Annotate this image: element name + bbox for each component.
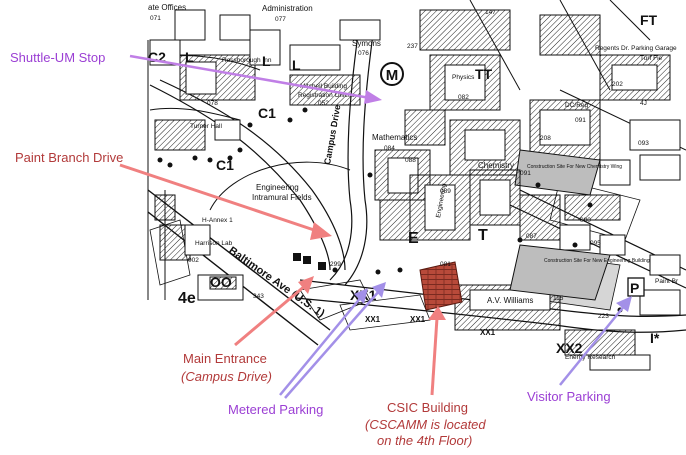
label-h-annex: H-Annex 1 bbox=[202, 217, 233, 224]
label-state-offices-num: 071 bbox=[150, 15, 161, 22]
label-av-williams: A.V. Williams bbox=[487, 296, 533, 305]
label-construction-eng: Construction Site For New Engineering Bu… bbox=[544, 258, 650, 264]
label-state-offices: ate Offices bbox=[148, 3, 186, 12]
metered-arrow-1 bbox=[279, 295, 363, 396]
label-xx1-b: XX1 bbox=[365, 315, 381, 324]
label-turner: Turner Hall bbox=[190, 123, 222, 130]
label-223: 223 bbox=[598, 313, 609, 320]
metered-arrow-2 bbox=[284, 289, 381, 399]
shuttle-m-badge: M bbox=[386, 67, 399, 84]
label-paint-br-sign: Paint Br bbox=[655, 278, 679, 285]
label-l2: L bbox=[262, 53, 271, 69]
paint-branch-arrow bbox=[119, 163, 321, 234]
map-base: M bbox=[147, 0, 686, 371]
callout-csic-building: CSIC Building bbox=[387, 400, 468, 415]
visitor-arrow bbox=[559, 304, 626, 386]
label-harrison-num: 002 bbox=[188, 257, 199, 264]
label-dc-reg: DC/Reg bbox=[565, 102, 589, 109]
label-regents-garage: Regents Dr. Parking Garage bbox=[595, 45, 677, 52]
label-registration: Registration Offices bbox=[298, 92, 355, 99]
label-rossborough: Rossborough Inn bbox=[222, 57, 272, 64]
csic-building-shape bbox=[419, 261, 463, 311]
label-chemistry-num: 091 bbox=[520, 170, 531, 177]
label-administration-num: 077 bbox=[275, 16, 286, 23]
shuttle-arrow bbox=[129, 54, 371, 100]
callout-paint-branch: Paint Branch Drive bbox=[15, 150, 123, 165]
label-turf: Turf Fie bbox=[640, 55, 663, 62]
label-089: 089 bbox=[440, 188, 451, 195]
label-088: 088 bbox=[405, 157, 416, 164]
label-administration: Administration bbox=[262, 4, 313, 13]
label-093: 093 bbox=[638, 140, 649, 147]
label-202: 202 bbox=[612, 81, 623, 88]
label-147: 147 bbox=[485, 9, 496, 16]
label-energy: Energy Research bbox=[565, 354, 616, 361]
label-physics-num: 082 bbox=[458, 94, 469, 101]
label-oo: OO bbox=[210, 274, 232, 290]
label-symons-num: 076 bbox=[358, 50, 369, 57]
label-e: E bbox=[408, 230, 419, 247]
label-mitchell: Mitchell Building bbox=[300, 83, 347, 90]
label-090: 090 bbox=[580, 217, 591, 224]
label-l3: L bbox=[292, 57, 301, 73]
label-mathematics: Mathematics bbox=[372, 133, 417, 142]
label-299: 299 bbox=[330, 261, 341, 268]
label-237: 237 bbox=[407, 43, 418, 50]
label-p-parking: P bbox=[630, 280, 639, 296]
label-078: 078 bbox=[207, 100, 218, 107]
label-095: 095 bbox=[590, 240, 601, 247]
callout-csic-sub1: (CSCAMM is located bbox=[365, 417, 486, 432]
callout-main-entrance: Main Entrance bbox=[183, 351, 267, 366]
label-l1: L bbox=[185, 49, 194, 65]
label-208: 208 bbox=[540, 135, 551, 142]
label-intramural: Intramural Fields bbox=[252, 193, 312, 202]
label-tt: TT bbox=[475, 66, 493, 82]
label-c1-bottom: C1 bbox=[216, 157, 234, 173]
label-ft: FT bbox=[640, 12, 658, 28]
label-087: 087 bbox=[526, 233, 537, 240]
callout-csic-sub2: on the 4th Floor) bbox=[377, 433, 472, 448]
label-chemistry: Chemistry bbox=[478, 161, 514, 170]
label-xx2: XX2 bbox=[556, 340, 583, 356]
callout-shuttle-stop: Shuttle-UM Stop bbox=[10, 50, 105, 65]
label-campus-drive: Campus Drive bbox=[322, 104, 342, 165]
label-4e: 4e bbox=[178, 290, 196, 307]
label-av-num: 115 bbox=[553, 295, 564, 302]
main-entrance-arrow bbox=[234, 283, 307, 347]
label-xx1-c: XX1 bbox=[410, 315, 426, 324]
callout-arrows bbox=[119, 54, 632, 399]
label-081: 081 bbox=[440, 261, 451, 268]
label-091: 091 bbox=[575, 117, 586, 124]
label-mathematics-num: 084 bbox=[384, 145, 395, 152]
label-harrison: Harrison Lab bbox=[195, 240, 233, 247]
label-symons: Symons bbox=[352, 39, 381, 48]
label-4j: 4J bbox=[640, 100, 647, 107]
label-i: I* bbox=[650, 330, 660, 346]
label-mitchell-num: 052 bbox=[318, 100, 329, 107]
label-343: 343 bbox=[253, 293, 264, 300]
label-xx1-d: XX1 bbox=[480, 328, 496, 337]
callout-main-entrance-sub: (Campus Drive) bbox=[181, 369, 272, 384]
callout-visitor-parking: Visitor Parking bbox=[527, 389, 611, 404]
label-engineering-fields: Engineering bbox=[256, 183, 299, 192]
label-physics: Physics bbox=[452, 74, 475, 81]
label-t: T bbox=[478, 227, 488, 244]
label-construction-chem: Construction Site For New Chemistry Wing bbox=[527, 164, 622, 170]
csic-arrow bbox=[430, 317, 439, 396]
label-c1-top: C1 bbox=[258, 105, 276, 121]
callout-labels: Shuttle-UM Stop Paint Branch Drive Main … bbox=[10, 50, 611, 448]
callout-metered-parking: Metered Parking bbox=[228, 402, 323, 417]
